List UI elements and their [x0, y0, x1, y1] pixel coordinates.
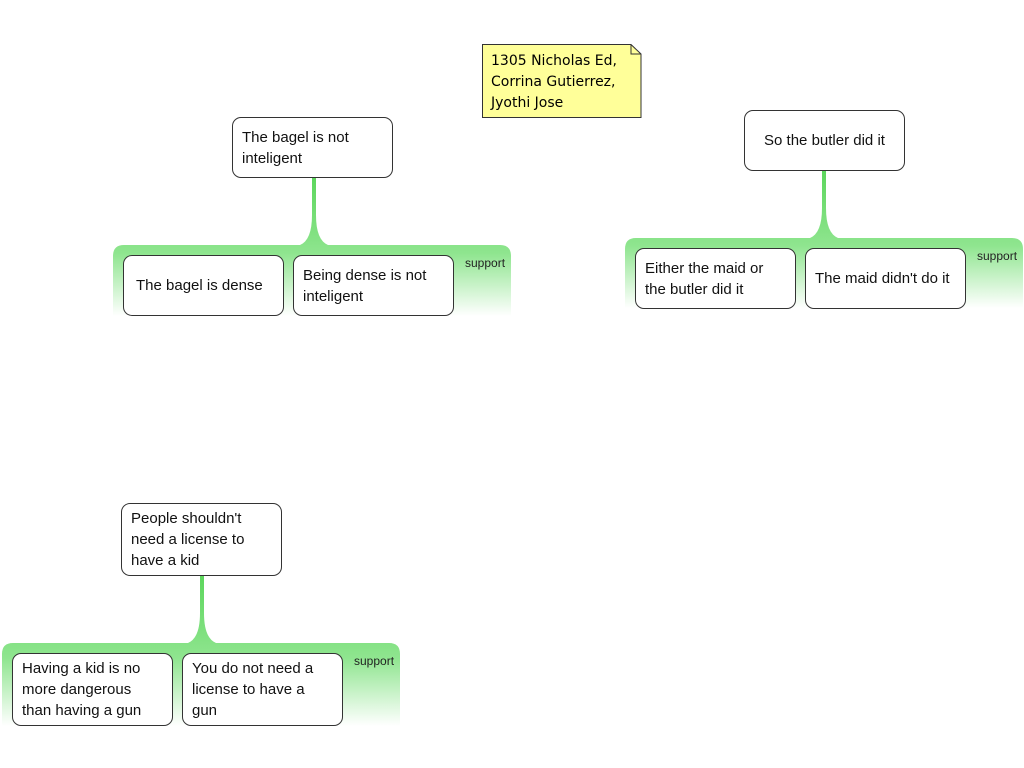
reason-text: The bagel is dense: [136, 277, 263, 294]
reason-box[interactable]: Being dense is not inteligent: [293, 255, 454, 316]
reason-text: Either the maid or the butler did it: [645, 259, 764, 298]
note-shape: [482, 44, 642, 118]
claim-text: So the butler did it: [764, 132, 885, 149]
claim-text: People shouldn't need a license to have …: [131, 510, 245, 569]
sticky-note[interactable]: 1305 Nicholas Ed, Corrina Gutierrez, Jyo…: [482, 44, 642, 118]
reason-box[interactable]: The bagel is dense: [123, 255, 284, 316]
relation-label: support: [465, 256, 506, 270]
reason-text: The maid didn't do it: [815, 270, 950, 287]
claim-box[interactable]: The bagel is not inteligent: [232, 117, 393, 178]
reason-text: Having a kid is no more dangerous than h…: [22, 660, 142, 719]
reason-box[interactable]: Having a kid is no more dangerous than h…: [12, 653, 173, 726]
relation-label: support: [977, 249, 1018, 263]
note-text: 1305 Nicholas Ed, Corrina Gutierrez, Jyo…: [491, 53, 617, 111]
relation-label: support: [354, 654, 395, 668]
reason-text: Being dense is not inteligent: [303, 266, 427, 305]
claim-text: The bagel is not inteligent: [242, 128, 349, 167]
claim-box[interactable]: So the butler did it: [744, 110, 905, 171]
reason-box[interactable]: Either the maid or the butler did it: [635, 248, 796, 309]
claim-box[interactable]: People shouldn't need a license to have …: [121, 503, 282, 576]
reason-text: You do not need a license to have a gun: [192, 660, 314, 719]
reason-box[interactable]: The maid didn't do it: [805, 248, 966, 309]
reason-box[interactable]: You do not need a license to have a gun: [182, 653, 343, 726]
